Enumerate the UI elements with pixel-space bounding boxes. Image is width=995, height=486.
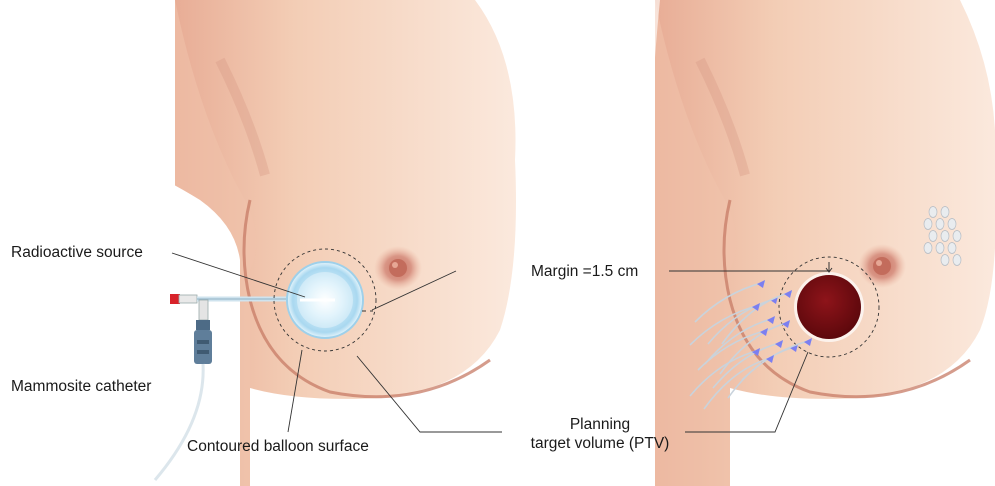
seed (929, 231, 937, 242)
seed (953, 231, 961, 242)
label-ptv-line2: target (531, 435, 571, 452)
left-nipple (389, 259, 407, 277)
seed (936, 243, 944, 254)
label-ptv-line1: Planning (570, 416, 630, 433)
seed (929, 207, 937, 218)
label-contoured-balloon-surface: Contoured balloon surface (187, 437, 369, 456)
right-breast (655, 0, 995, 486)
label-ptv: Planning target volume (PTV) (525, 415, 675, 453)
label-radioactive-source: Radioactive source (11, 243, 143, 262)
seed (948, 243, 956, 254)
seed (953, 255, 961, 266)
seed (936, 219, 944, 230)
label-mammosite-catheter: Mammosite catheter (11, 377, 151, 396)
seed (941, 255, 949, 266)
right-nipple (873, 257, 891, 275)
seed (948, 219, 956, 230)
label-ptv-line3: volume (PTV) (575, 435, 670, 452)
label-margin: Margin =1.5 cm (531, 262, 638, 281)
seed (924, 219, 932, 230)
seed (924, 243, 932, 254)
seed (941, 231, 949, 242)
seed (941, 207, 949, 218)
